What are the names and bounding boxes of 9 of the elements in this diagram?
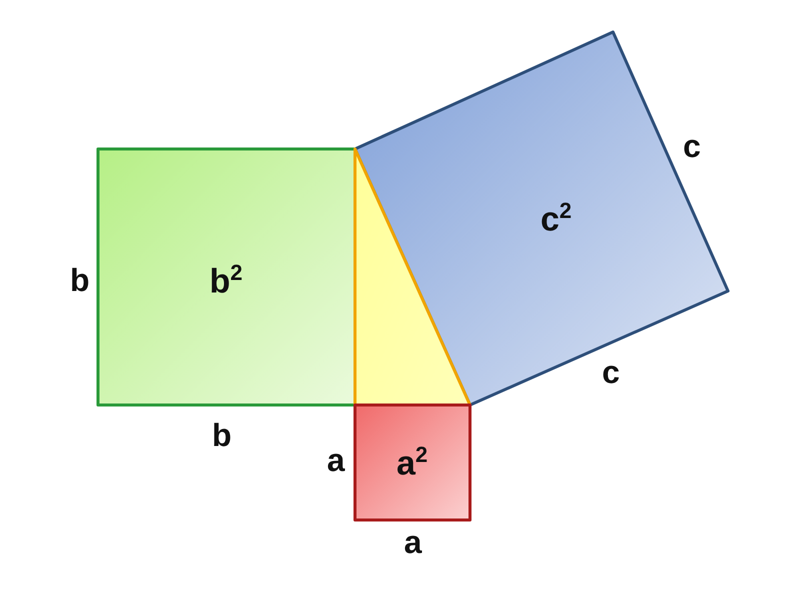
side-label: c [683, 130, 701, 162]
side-label: a [327, 444, 345, 476]
area-label: c$^{2}$ [540, 200, 572, 236]
side-label: b [212, 419, 232, 451]
area-label: b$^{2}$ [210, 262, 243, 298]
side-label: c [602, 356, 620, 388]
side-label: b [70, 264, 90, 296]
side-label: a [404, 526, 422, 558]
area-label: a$^{2}$ [396, 444, 428, 480]
